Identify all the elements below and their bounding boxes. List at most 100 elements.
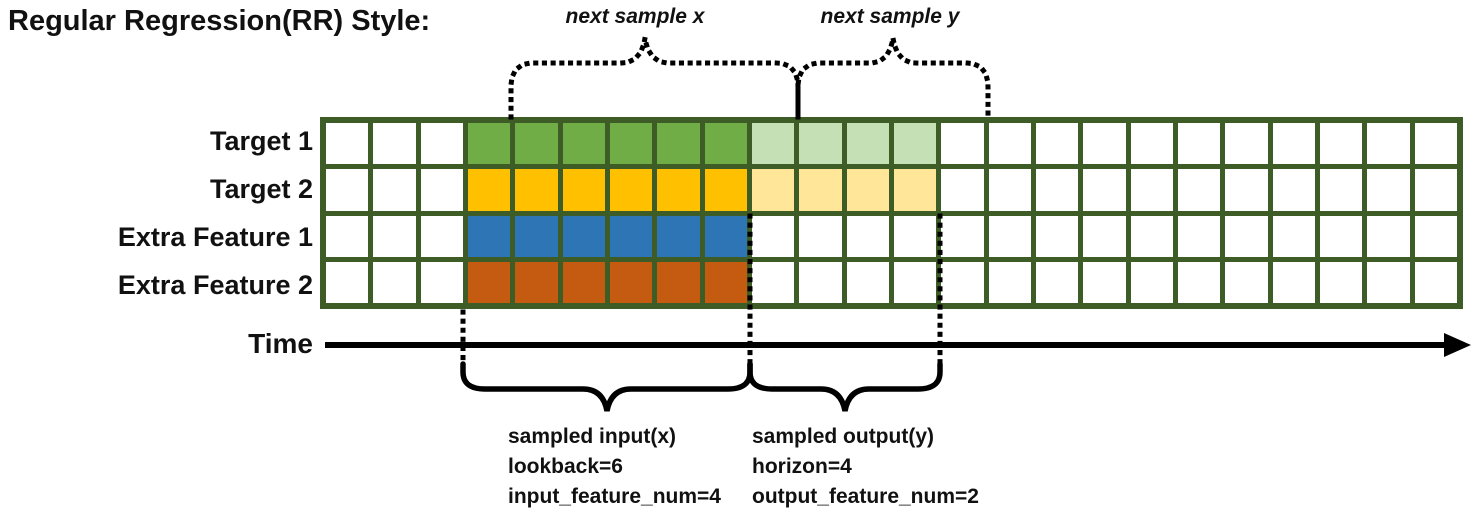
grid-cell — [1367, 215, 1410, 257]
grid-cell — [1414, 123, 1457, 165]
grid-cell — [562, 123, 605, 165]
grid-cell — [1035, 261, 1079, 303]
grid-cell — [1319, 123, 1363, 165]
grid-cell — [1035, 169, 1079, 211]
grid-cell — [704, 215, 747, 257]
grid-cell — [420, 261, 463, 303]
grid-cell — [1177, 215, 1221, 257]
grid-cell — [799, 215, 842, 257]
grid-cell — [846, 215, 889, 257]
grid-cell — [326, 169, 369, 211]
next-sample-y-brace — [795, 37, 991, 120]
grid-cell — [1367, 123, 1410, 165]
row-label-target-2: Target 2 — [209, 173, 313, 204]
grid-cell — [1083, 169, 1126, 211]
grid-cell — [1414, 169, 1457, 211]
grid-cell — [704, 169, 747, 211]
grid-cell — [988, 261, 1031, 303]
grid-cell — [515, 215, 558, 257]
next-sample-x-label: next sample x — [565, 5, 705, 28]
grid-cell — [420, 169, 463, 211]
grid-cell — [941, 169, 984, 211]
grid-cell — [657, 261, 700, 303]
grid-cell — [751, 215, 795, 257]
grid-cell — [846, 123, 889, 165]
grid-cell — [467, 123, 511, 165]
grid-cell — [846, 169, 889, 211]
grid-cell — [799, 261, 842, 303]
grid-cell — [515, 169, 558, 211]
grid-cell — [988, 123, 1031, 165]
grid-cell — [1272, 215, 1315, 257]
sampled-output-brace — [747, 361, 943, 412]
output-feature-num-value: output_feature_num=2 — [752, 485, 979, 508]
grid-cell — [1177, 261, 1221, 303]
grid-cell — [799, 169, 842, 211]
sampled-input-caption: sampled input(x) lookback=6 input_featur… — [508, 422, 721, 512]
grid-cell — [467, 215, 511, 257]
grid-cell — [941, 261, 984, 303]
grid-cell — [420, 123, 463, 165]
grid-cell — [1414, 215, 1457, 257]
grid-cell — [941, 123, 984, 165]
grid-cell — [609, 169, 653, 211]
grid-cell — [1083, 261, 1126, 303]
grid-cell — [1083, 215, 1126, 257]
grid-cell — [373, 215, 416, 257]
grid-cell — [1319, 169, 1363, 211]
grid-cell — [1130, 123, 1173, 165]
time-arrow — [325, 333, 1471, 357]
grid-cell — [1130, 261, 1173, 303]
next-sample-x-brace — [508, 37, 801, 120]
grid-cell — [562, 215, 605, 257]
grid-cell — [893, 123, 937, 165]
time-axis-label: Time — [248, 328, 313, 359]
sampled-output-title: sampled output(y) — [752, 425, 934, 448]
grid-cell — [326, 215, 369, 257]
grid-cell — [657, 169, 700, 211]
grid-cell — [373, 123, 416, 165]
grid-cell — [609, 215, 653, 257]
grid-cell — [1177, 169, 1221, 211]
grid-cell — [1225, 215, 1268, 257]
lookback-value: lookback=6 — [508, 455, 623, 478]
grid-cell — [988, 169, 1031, 211]
sampled-input-title: sampled input(x) — [508, 425, 677, 448]
grid-cell — [1035, 123, 1079, 165]
sampled-output-caption: sampled output(y) horizon=4 output_featu… — [752, 422, 979, 512]
grid-cell — [988, 215, 1031, 257]
row-label-extra-feature-1: Extra Feature 1 — [117, 221, 313, 252]
grid-cell — [1272, 123, 1315, 165]
grid-cell — [657, 123, 700, 165]
grid-cell — [1177, 123, 1221, 165]
grid-cell — [609, 123, 653, 165]
row-label-target-1: Target 1 — [209, 125, 313, 156]
grid-cell — [751, 261, 795, 303]
grid-cell — [751, 123, 795, 165]
grid-cell — [373, 169, 416, 211]
next-sample-y-label: next sample y — [820, 5, 960, 28]
grid-cell — [1083, 123, 1126, 165]
grid-cell — [562, 261, 605, 303]
grid-cell — [420, 215, 463, 257]
grid-cell — [1225, 261, 1268, 303]
grid-cell — [1130, 169, 1173, 211]
grid-cell — [1272, 261, 1315, 303]
grid-cell — [893, 169, 937, 211]
row-label-extra-feature-2: Extra Feature 2 — [117, 269, 313, 300]
grid-cell — [562, 169, 605, 211]
grid-cell — [1319, 261, 1363, 303]
grid-cell — [1225, 123, 1268, 165]
sampled-input-brace — [460, 361, 753, 412]
grid-cell — [1367, 169, 1410, 211]
grid-cell — [515, 261, 558, 303]
grid-cell — [373, 261, 416, 303]
grid-cell — [893, 215, 937, 257]
sample-grid — [320, 117, 1463, 309]
grid-cell — [326, 261, 369, 303]
grid-cell — [751, 169, 795, 211]
horizon-value: horizon=4 — [752, 455, 852, 478]
grid-cell — [941, 215, 984, 257]
grid-cell — [704, 123, 747, 165]
